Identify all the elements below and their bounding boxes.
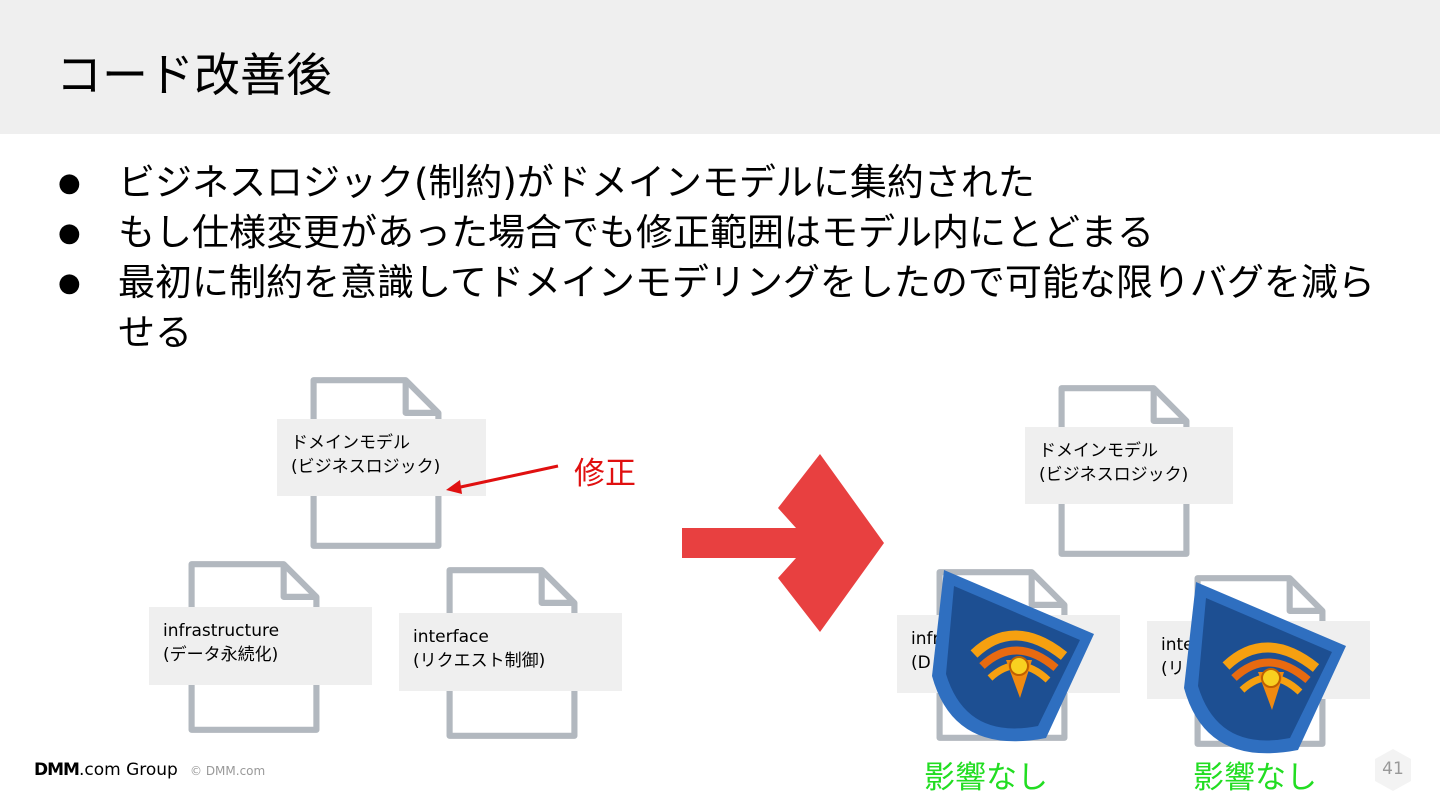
infrastructure-subtitle: (データ永続化) — [163, 645, 279, 665]
interface-title: inte — [1161, 635, 1194, 655]
interface-subtitle: (リクエスト制御) — [413, 651, 546, 671]
bullet-list: ビジネスロジック(制約)がドメインモデルに集約された もし仕様変更があった場合で… — [58, 158, 1388, 358]
bullet-item: もし仕様変更があった場合でも修正範囲はモデル内にとどまる — [58, 208, 1388, 258]
shield-icon — [924, 556, 1104, 756]
no-impact-note: 影響なし — [924, 760, 1048, 796]
page-number-badge: 41 — [1374, 748, 1412, 792]
no-impact-note: 影響なし — [1193, 760, 1317, 796]
domain-model-subtitle: (ビジネスロジック) — [291, 457, 441, 477]
infrastructure-subtitle: (D — [911, 653, 931, 673]
domain-model-subtitle: (ビジネスロジック) — [1039, 465, 1189, 485]
logo-brand: DMM — [34, 760, 80, 780]
transition-arrow-icon — [682, 454, 884, 632]
domain-model-label: ドメインモデル (ビジネスロジック) — [1025, 427, 1233, 504]
domain-model-label: ドメインモデル (ビジネスロジック) — [277, 419, 486, 496]
company-logo: DMM.com Group — [34, 760, 178, 780]
interface-label: interface (リクエスト制御) — [399, 613, 622, 691]
domain-model-title: ドメインモデル — [291, 433, 410, 453]
bullet-item: 最初に制約を意識してドメインモデリングをしたので可能な限りバグを減らせる — [58, 258, 1388, 358]
logo-suffix: .com Group — [78, 760, 178, 780]
interface-subtitle: (リ — [1161, 659, 1185, 679]
shield-icon — [1176, 568, 1356, 768]
copyright: © DMM.com — [190, 764, 266, 778]
infrastructure-title: infrastructure — [163, 621, 280, 641]
slide-header — [0, 0, 1440, 134]
infrastructure-label: infrastructure (データ永続化) — [149, 607, 372, 685]
fix-note: 修正 — [574, 456, 636, 492]
interface-title: interface — [413, 627, 489, 647]
domain-model-title: ドメインモデル — [1039, 441, 1158, 461]
infrastructure-title: infr — [911, 629, 940, 649]
hexagon-icon — [1375, 749, 1411, 791]
bullet-item: ビジネスロジック(制約)がドメインモデルに集約された — [58, 158, 1388, 208]
page-number: 41 — [1382, 759, 1404, 779]
slide-title: コード改善後 — [56, 48, 332, 102]
fix-arrow-icon — [446, 464, 559, 494]
